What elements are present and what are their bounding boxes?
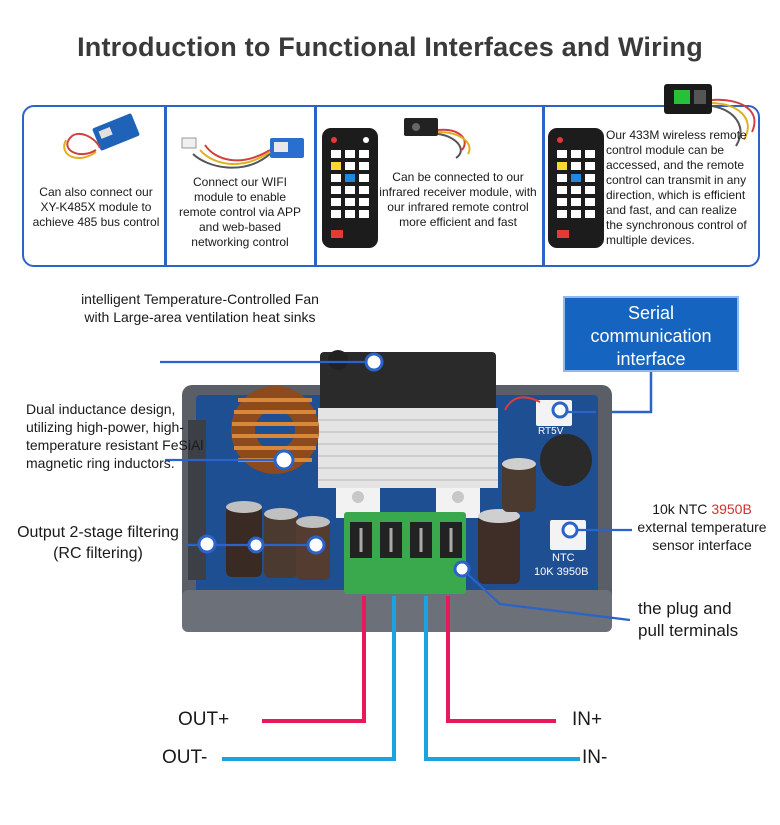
callout-fan: intelligent Temperature-Controlled Fan w…	[81, 291, 319, 325]
out-minus-label: OUT-	[162, 747, 208, 768]
callout-filter: Output 2-stage filtering (RC filtering)	[17, 524, 179, 562]
wire-out-minus	[222, 596, 396, 761]
rs485-module-image	[63, 113, 140, 159]
wire-in-minus	[424, 596, 580, 761]
rt5v-label: RT5V	[538, 426, 564, 437]
ntc-prefix: 10k NTC	[652, 501, 708, 517]
wiring-lines	[222, 596, 580, 761]
callout-ntc: 10k NTC 3950B external temperature senso…	[636, 500, 768, 554]
ntc-suffix: external temperature sensor interface	[637, 519, 767, 553]
marker-filter-2	[247, 536, 265, 554]
card-rs485-text: Can also connect our XY-K485X module to …	[32, 185, 160, 229]
callout-terminals: the plug and pull terminals	[638, 599, 739, 640]
callout-lines	[160, 360, 632, 622]
card-divider	[314, 107, 317, 265]
wifi-module-image	[181, 137, 304, 169]
ntc-board-value: 10K 3950B	[534, 566, 589, 578]
wire-in-plus	[446, 596, 556, 723]
marker-inductor	[273, 449, 295, 471]
ntc-value: 3950B	[711, 501, 752, 517]
in-minus-label: IN-	[582, 747, 608, 768]
marker-serial	[551, 401, 569, 419]
callout-markers	[197, 352, 579, 578]
ir-remote-image	[322, 128, 378, 248]
rf433-module-image	[664, 84, 756, 147]
in-plus-label: IN+	[572, 709, 603, 730]
card-433m-text: Our 433M wireless remote control module …	[606, 128, 747, 247]
marker-filter-3	[306, 535, 326, 555]
marker-ntc	[561, 521, 579, 539]
card-divider	[164, 107, 167, 265]
card-wifi-text: Connect our WIFI module to enable remote…	[178, 175, 302, 249]
wire-out-plus	[262, 596, 366, 723]
marker-fan	[364, 352, 384, 372]
page-title: Introduction to Functional Interfaces an…	[77, 32, 703, 62]
ir-receiver-image	[404, 118, 471, 159]
module-cards	[22, 105, 760, 267]
callout-inductor: Dual inductance design, utilizing high-p…	[26, 401, 204, 471]
marker-terminals	[453, 560, 471, 578]
serial-interface-box: Serial communication interface	[563, 296, 739, 372]
marker-filter-1	[197, 534, 217, 554]
dc-converter-board	[182, 350, 612, 632]
card-divider	[542, 107, 545, 265]
rf433-remote-image	[548, 128, 604, 248]
card-ir-text: Can be connected to our infrared receive…	[379, 170, 537, 229]
ntc-board-label: NTC	[552, 552, 575, 564]
out-plus-label: OUT+	[178, 709, 230, 730]
